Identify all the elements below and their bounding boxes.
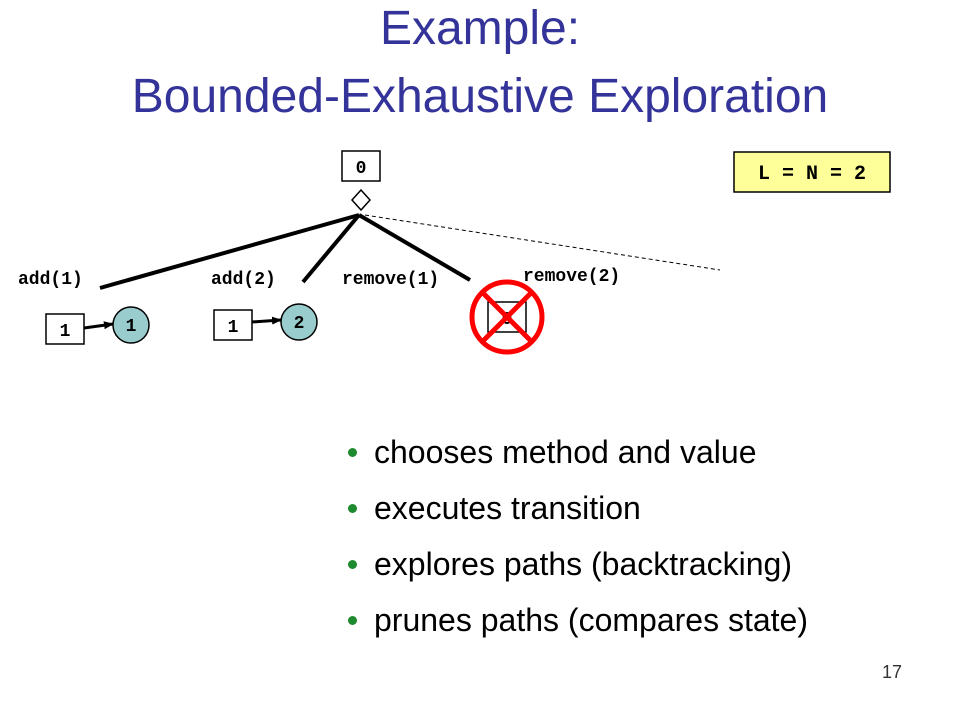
state-add-2-box-label: 1 [228,318,239,338]
edge-label-remove-2: remove(2) [523,267,620,287]
root-diamond-node [350,188,372,212]
state-add-2-node-label: 2 [294,314,305,334]
state-add-1-box-label: 1 [60,322,71,342]
slide-title-line-2: Bounded-Exhaustive Exploration [131,70,829,123]
parameter-box-frame [733,151,891,193]
bullet-dot-icon [348,504,357,513]
edge-add-1 [99,213,360,290]
parameter-box: L = N = 2 [733,151,891,193]
state-add-1-arrow [83,321,114,330]
bullet-dot-icon [348,448,357,457]
bullet-list: chooses method and value executes transi… [338,424,808,648]
edge-label-add-2: add(2) [211,270,276,290]
bullet-dot-icon [348,616,357,625]
state-add-2-box [213,309,253,341]
root-state: 0 [341,150,381,212]
bullet-text: explores paths (backtracking) [374,546,792,582]
bullet-text: prunes paths (compares state) [374,602,808,638]
bullet-dot-icon [348,560,357,569]
state-add-2: 1 2 [213,303,318,341]
state-add-1-node-label: 1 [126,317,137,337]
bullet-item: prunes paths (compares state) [338,592,808,648]
state-add-1-box [45,313,85,345]
edge-label-add-1: add(1) [18,270,83,290]
prune-circle-icon [469,279,545,355]
state-add-2-arrow [251,316,282,325]
edge-add-2 [301,213,361,284]
edge-remove-2-unexplored [364,214,721,271]
root-state-box [341,150,381,182]
state-add-2-node [280,303,318,341]
bullet-text: chooses method and value [374,434,757,470]
edge-label-remove-1: remove(1) [342,270,439,290]
state-remove-1-pruned: 0 [469,279,545,355]
bullet-item: executes transition [338,480,808,536]
parameter-box-text: L = N = 2 [758,163,866,186]
bullet-text: executes transition [374,490,641,526]
state-add-1: 1 1 [45,306,150,345]
bullet-item: chooses method and value [338,424,808,480]
slide-title-line-1: Example: [379,2,581,55]
root-state-label: 0 [356,159,367,179]
state-add-1-node [112,306,150,344]
bullet-item: explores paths (backtracking) [338,536,808,592]
edge-remove-1 [357,213,472,282]
page-number: 17 [882,662,903,682]
prune-cross-line-2 [481,291,533,343]
